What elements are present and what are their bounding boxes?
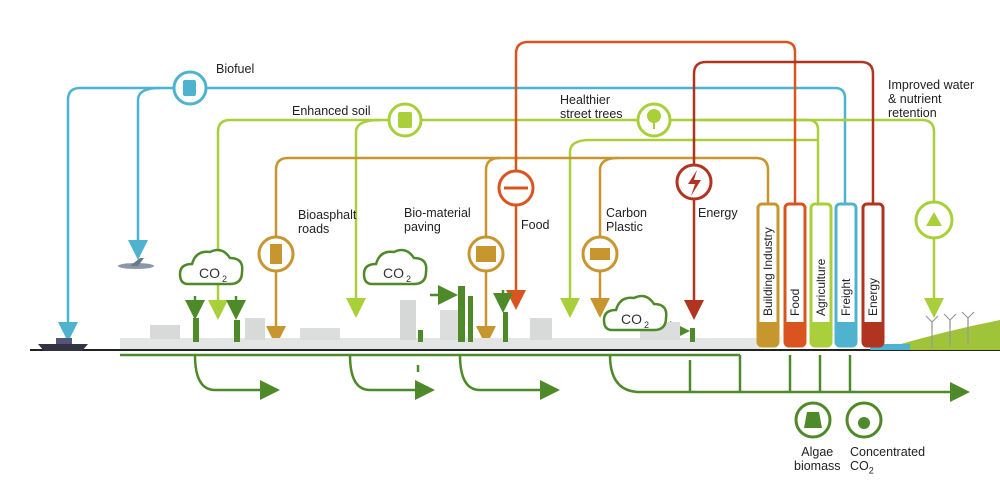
algae-icon: [794, 401, 832, 439]
svg-text:CO: CO: [383, 265, 404, 281]
enhanced-soil-icon: [387, 102, 423, 138]
food-icon: [497, 169, 535, 207]
carbon-plastic-label: Carbon Plastic: [606, 206, 647, 234]
sector-bar-building-industry: Building Industry: [756, 202, 780, 348]
svg-text:2: 2: [644, 320, 649, 330]
co2-cloud-icon: [602, 294, 668, 332]
co2-cloud-icon: [362, 248, 428, 286]
concentrated-co2-icon: [845, 401, 883, 439]
energy-icon: [675, 163, 713, 201]
bioasphalt-icon: [257, 235, 295, 273]
carbon-plastic-icon: [581, 235, 619, 273]
biofuel-label: Biofuel: [216, 62, 255, 76]
sector-bar-food: Food: [783, 202, 807, 348]
sector-bar-label: Food: [788, 289, 802, 316]
sector-bar-label: Building Industry: [761, 227, 775, 316]
city-ground: [30, 286, 1000, 351]
biomaterial-label: Bio-material paving: [404, 206, 471, 234]
paving-icon: [467, 235, 505, 273]
svg-text:CO: CO: [621, 311, 642, 327]
ship-icon: [38, 338, 88, 351]
building-industry-flow: [266, 156, 770, 346]
sector-bar-agriculture: Agriculture: [809, 202, 833, 348]
co2-cloud-icon: [178, 248, 244, 286]
airplane-icon: [118, 258, 154, 269]
algae-label: Algae biomass: [794, 445, 841, 473]
svg-text:CO: CO: [199, 265, 220, 281]
svg-text:2: 2: [222, 274, 227, 284]
sector-bar-label: Freight: [839, 278, 853, 316]
enhanced-soil-label: Enhanced soil: [292, 104, 371, 118]
sector-bar-label: Agriculture: [814, 258, 828, 316]
bioasphalt-label: Bioasphalt roads: [298, 208, 357, 236]
sector-bar-freight: Freight: [834, 202, 858, 348]
food-label: Food: [521, 218, 550, 232]
enhanced-soil-flow: [208, 118, 944, 320]
energy-label: Energy: [698, 206, 738, 220]
energy-flow: [684, 60, 875, 320]
improved-water-label: Improved water & nutrient retention: [888, 78, 975, 120]
sector-bar-energy: Energy: [861, 202, 885, 348]
biofuel-icon: [172, 70, 208, 106]
tree-icon: [636, 102, 672, 138]
water-icon: [914, 200, 954, 240]
food-flow: [506, 40, 797, 310]
biofuel-flow: [58, 86, 847, 342]
svg-text:2: 2: [406, 274, 411, 284]
healthier-trees-label: Healthier street trees: [560, 93, 623, 121]
sector-bar-label: Energy: [866, 278, 880, 316]
co2-capture-arrows: [185, 296, 246, 320]
